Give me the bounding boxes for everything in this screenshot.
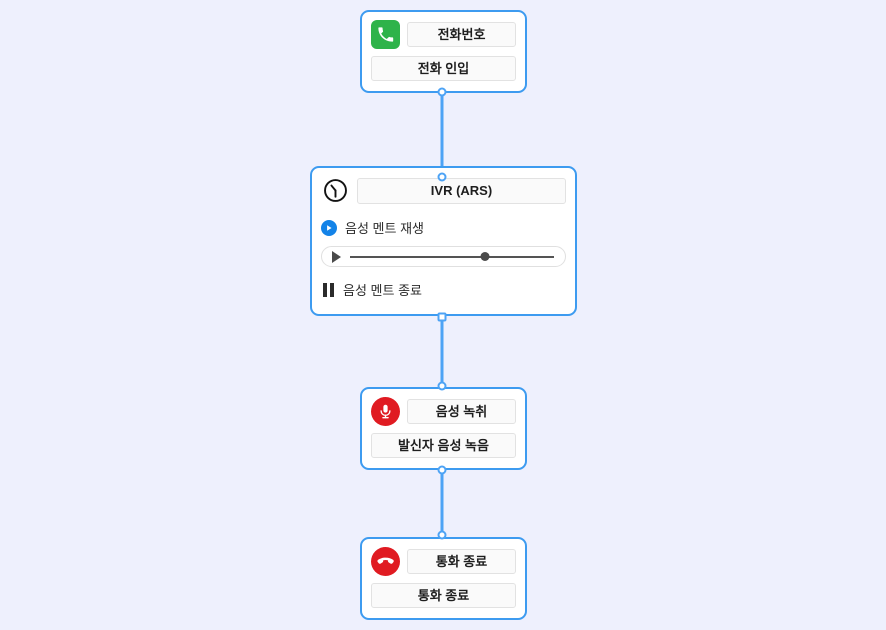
node-header-row: 통화 종료 xyxy=(371,547,516,576)
node-ivr[interactable]: IVR (ARS) 음성 멘트 재생 음성 멘트 종료 xyxy=(310,166,577,316)
node-title-ivr[interactable]: IVR (ARS) xyxy=(357,177,566,204)
edge-voice-record-to-call-end[interactable] xyxy=(440,470,444,535)
hangup-icon xyxy=(371,547,400,576)
ivr-stop-row: 음성 멘트 종료 xyxy=(321,280,566,299)
node-title-call-end[interactable]: 통화 종료 xyxy=(407,549,516,574)
audio-progress-slider[interactable] xyxy=(350,251,554,263)
node-subtitle-call-end[interactable]: 통화 종료 xyxy=(371,583,516,608)
edge-handle-source-1[interactable] xyxy=(437,87,447,97)
ivr-play-row: 음성 멘트 재생 xyxy=(321,218,566,237)
pause-icon xyxy=(321,282,335,297)
phone-icon xyxy=(371,20,400,49)
play-circle-icon xyxy=(321,219,337,236)
play-triangle-icon[interactable] xyxy=(332,250,341,263)
microphone-icon xyxy=(371,397,400,426)
edge-handle-source-2[interactable] xyxy=(437,312,447,322)
node-call-end[interactable]: 통화 종료 통화 종료 xyxy=(360,537,527,620)
node-voice-record[interactable]: 음성 녹취 발신자 음성 녹음 xyxy=(360,387,527,470)
edge-incoming-call-to-ivr[interactable] xyxy=(440,92,444,177)
node-header-row: IVR (ARS) xyxy=(321,176,566,205)
node-title-voice-record[interactable]: 음성 녹취 xyxy=(407,399,516,424)
node-header-row: 음성 녹취 xyxy=(371,397,516,426)
audio-progress-track xyxy=(350,255,554,258)
edge-handle-source-3[interactable] xyxy=(437,465,447,475)
clock-icon xyxy=(321,176,350,205)
node-incoming-call[interactable]: 전화번호 전화 인입 xyxy=(360,10,527,93)
node-title-incoming-call[interactable]: 전화번호 xyxy=(407,22,516,47)
edge-handle-target-2[interactable] xyxy=(437,381,447,391)
edge-handle-target-3[interactable] xyxy=(437,530,447,540)
audio-player[interactable] xyxy=(321,246,566,267)
node-subtitle-incoming-call[interactable]: 전화 인입 xyxy=(371,56,516,81)
audio-progress-thumb[interactable] xyxy=(480,252,490,261)
ivr-play-label: 음성 멘트 재생 xyxy=(345,221,424,236)
edge-handle-target-1[interactable] xyxy=(437,172,447,182)
node-subtitle-voice-record[interactable]: 발신자 음성 녹음 xyxy=(371,433,516,458)
edge-ivr-to-voice-record[interactable] xyxy=(440,317,444,386)
node-header-row: 전화번호 xyxy=(371,20,516,49)
ivr-stop-label: 음성 멘트 종료 xyxy=(343,283,422,298)
